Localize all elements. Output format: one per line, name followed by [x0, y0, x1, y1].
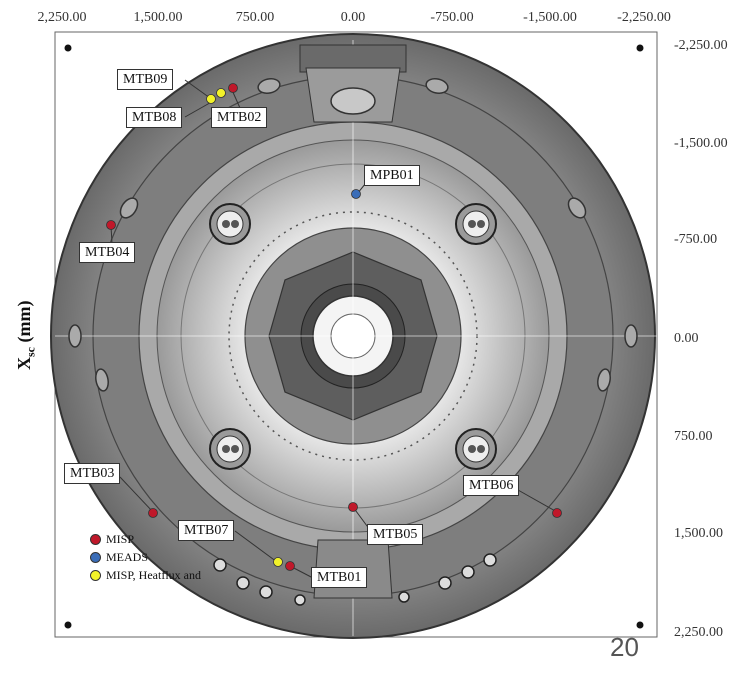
x-tick-label: -1,500.00	[523, 10, 577, 25]
sensor-marker-mtb07	[273, 557, 283, 567]
x-tick-label: 750.00	[235, 10, 275, 25]
callout-mtb08: MTB08	[126, 107, 183, 128]
sensor-marker-mpb01	[351, 189, 361, 199]
sensor-marker-mtb02	[228, 83, 238, 93]
y-tick-label: 0.00	[674, 331, 699, 346]
y-axis-title-sub: sc	[23, 347, 38, 357]
sensor-marker-mtb06	[552, 508, 562, 518]
legend-label: MEADS	[106, 549, 149, 564]
corner-dot	[64, 621, 72, 629]
x-tick-label: 0.00	[340, 10, 366, 25]
legend: MISP MEADS MISP, Heatflux and	[90, 530, 201, 584]
y-tick-label: 750.00	[674, 429, 713, 444]
callout-mtb04: MTB04	[79, 242, 136, 263]
slide-number: 20	[610, 632, 639, 662]
y-tick-label: -750.00	[674, 232, 718, 247]
x-tick-label: -750.00	[430, 10, 474, 25]
x-tick-label: -2,250.00	[617, 10, 671, 25]
y-tick-label: 2,250.00	[674, 625, 723, 640]
legend-swatch-red	[90, 533, 101, 545]
legend-swatch-blue	[90, 551, 101, 563]
legend-item-misp-heatflux: MISP, Heatflux and	[90, 566, 201, 584]
callout-mtb03: MTB03	[64, 463, 121, 484]
sensor-marker-mtb03	[148, 508, 158, 518]
x-tick-label: 1,500.00	[133, 10, 183, 25]
legend-item-meads: MEADS	[90, 548, 201, 566]
corner-dot	[636, 44, 644, 52]
top-hatch-port	[330, 87, 376, 115]
callout-mtb01: MTB01	[311, 567, 368, 588]
callout-mtb05: MTB05	[367, 524, 424, 545]
y-axis-title-main: X	[14, 357, 34, 370]
legend-item-misp: MISP	[90, 530, 201, 548]
y-tick-label: -1,500.00	[674, 136, 728, 151]
corner-dot	[636, 621, 644, 629]
y-tick-label: 1,500.00	[674, 526, 723, 541]
bottom-bolt-holes	[213, 553, 497, 606]
callout-mpb01: MPB01	[364, 165, 420, 186]
y-axis-title-unit: (mm)	[14, 300, 34, 347]
sensor-marker-mtb04	[106, 220, 116, 230]
legend-swatch-yellow	[90, 569, 101, 581]
x-tick-label: 2,250.00	[37, 10, 87, 25]
port-bosses	[209, 203, 497, 470]
y-tick-label: -2,250.00	[674, 38, 728, 53]
sensor-markers	[106, 83, 562, 571]
top-hatch	[299, 44, 407, 73]
sensor-marker-mtb01	[285, 561, 295, 571]
sensor-marker-mtb09	[216, 88, 226, 98]
callout-mtb02: MTB02	[211, 107, 268, 128]
sensor-marker-mtb05	[348, 502, 358, 512]
callout-mtb09: MTB09	[117, 69, 174, 90]
y-axis-title: Xsc (mm)	[14, 301, 39, 370]
callout-mtb07: MTB07	[178, 520, 235, 541]
corner-dot	[64, 44, 72, 52]
legend-label: MISP, Heatflux and	[106, 567, 201, 582]
outer-ring-holes	[68, 78, 638, 392]
callout-mtb06: MTB06	[463, 475, 520, 496]
sensor-marker-mtb08	[206, 94, 216, 104]
legend-label: MISP	[106, 531, 135, 546]
